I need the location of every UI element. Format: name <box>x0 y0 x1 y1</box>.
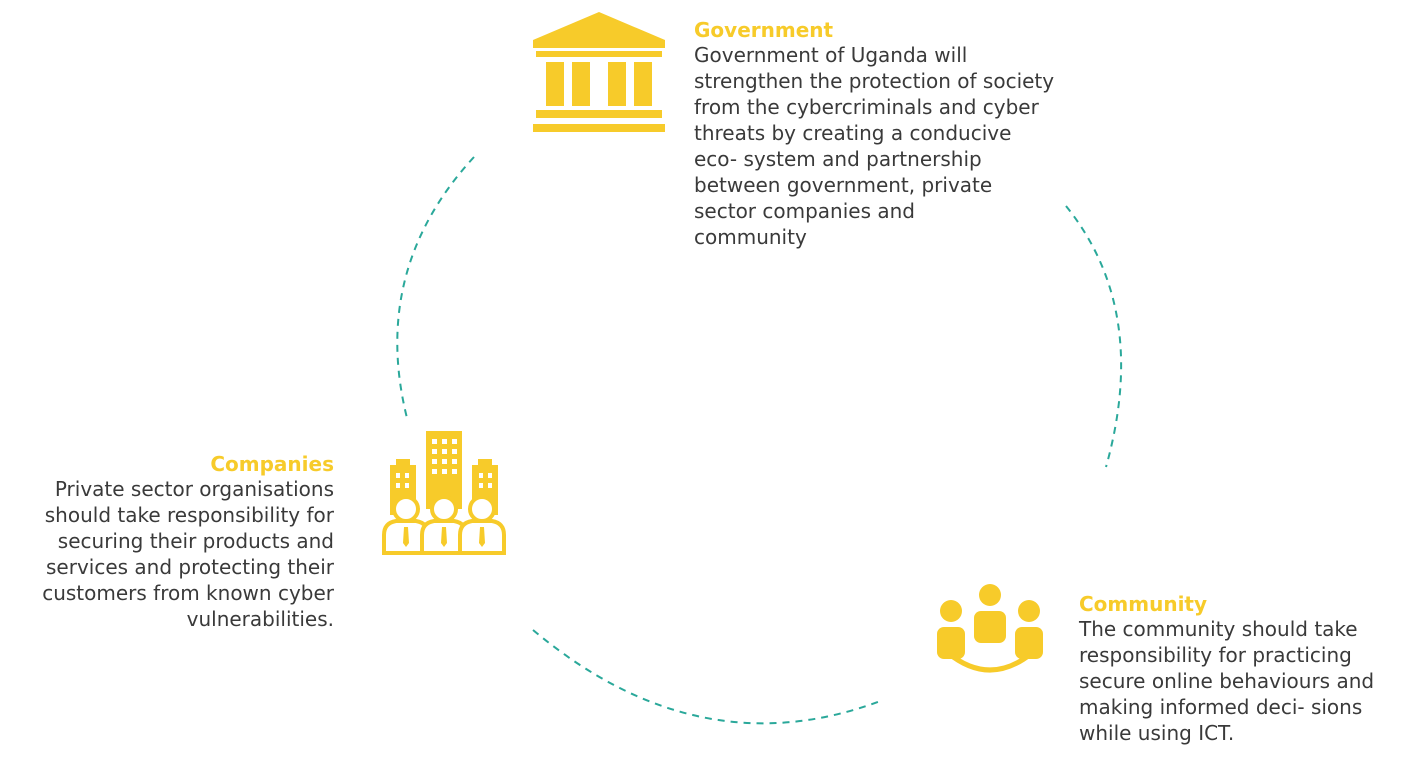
connector-arc-government-community <box>1065 205 1123 468</box>
community-description: The community should take responsibility… <box>1079 617 1375 745</box>
companies-title: Companies <box>210 452 334 476</box>
community-title: Community <box>1079 592 1208 616</box>
government-building-icon <box>533 12 665 132</box>
companies-node: Companies Private sector organisations s… <box>0 452 334 632</box>
connector-arc-community-companies <box>532 629 884 725</box>
companies-icon <box>382 431 506 555</box>
government-node: Government Government of Uganda will str… <box>694 18 1114 250</box>
government-title: Government <box>694 18 834 42</box>
government-description: Government of Uganda will strengthen the… <box>694 43 1055 249</box>
connector-arc-companies-government <box>396 156 475 419</box>
community-node: Community The community should take resp… <box>1079 592 1424 746</box>
community-icon <box>937 584 1043 673</box>
companies-description: Private sector organisations should take… <box>42 477 334 631</box>
